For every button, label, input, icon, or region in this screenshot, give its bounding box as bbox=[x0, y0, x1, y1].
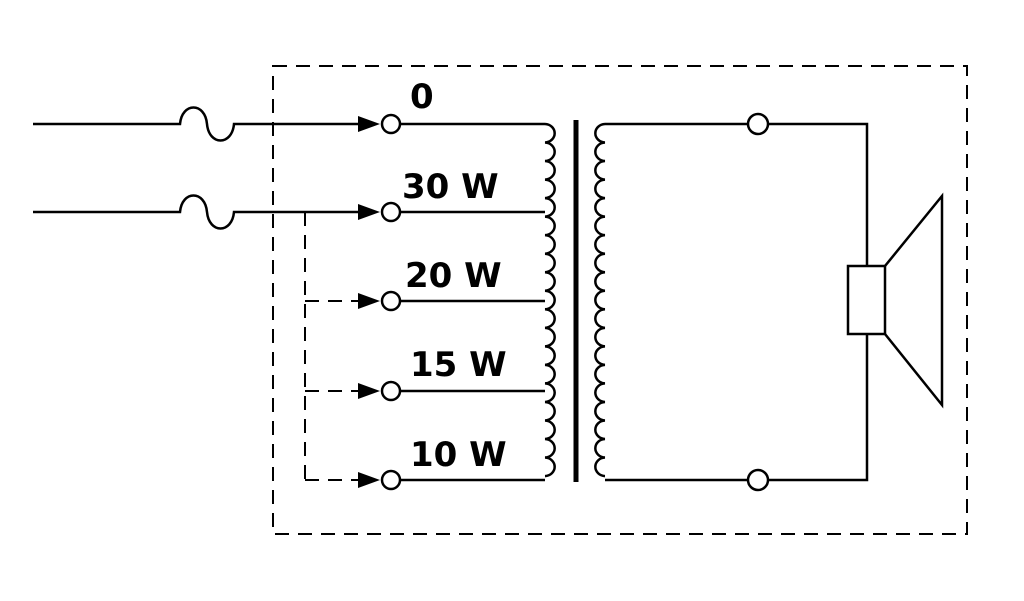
enclosure-box bbox=[272, 65, 968, 535]
secondary-terminal-bottom bbox=[746, 468, 770, 492]
arrow-icon bbox=[358, 116, 380, 132]
input-line-bottom bbox=[33, 194, 360, 230]
terminal-20w bbox=[380, 290, 402, 312]
loudspeaker-icon bbox=[846, 192, 944, 409]
secondary-top-line bbox=[605, 122, 869, 266]
secondary-bottom-line bbox=[605, 334, 869, 482]
arrow-icon bbox=[358, 204, 380, 220]
terminal-10w bbox=[380, 469, 402, 491]
terminal-0 bbox=[380, 113, 402, 135]
arrow-icon bbox=[358, 383, 380, 399]
tap-label-30w: 30 W bbox=[402, 167, 499, 207]
arrow-icon bbox=[358, 293, 380, 309]
arrow-icon bbox=[358, 472, 380, 488]
tap-label-15w: 15 W bbox=[410, 345, 507, 385]
terminal-30w bbox=[380, 201, 402, 223]
secondary-terminal-top bbox=[746, 112, 770, 136]
tap-label-10w: 10 W bbox=[410, 435, 507, 475]
secondary-winding bbox=[594, 122, 606, 478]
primary-winding bbox=[544, 122, 556, 478]
input-line-top bbox=[33, 106, 360, 142]
terminal-15w bbox=[380, 380, 402, 402]
tap-label-0: 0 bbox=[410, 77, 434, 117]
tap-label-20w: 20 W bbox=[405, 256, 502, 296]
